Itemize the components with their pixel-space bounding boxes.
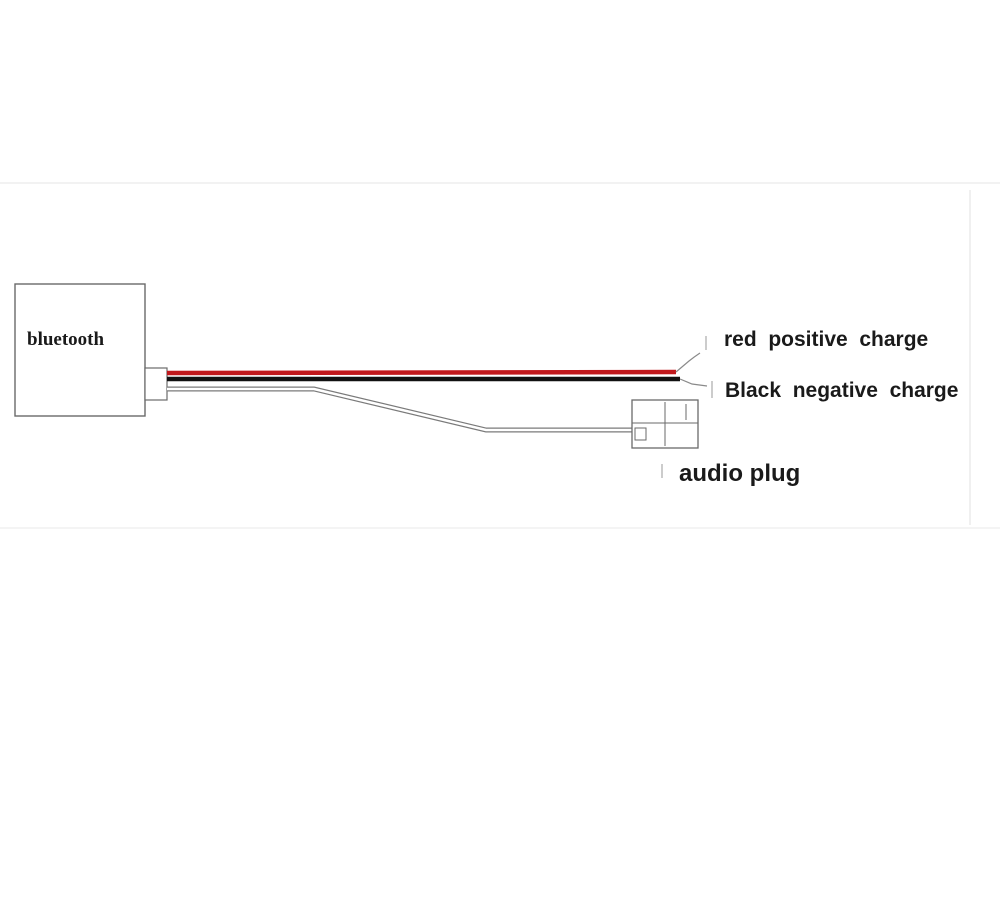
red-wire-stripped-end	[675, 352, 701, 373]
black-wire-stripped-end	[679, 378, 708, 387]
bluetooth-module-box	[14, 283, 146, 417]
black-wire-label: Black negative charge	[725, 379, 958, 402]
cable-sleeve	[144, 367, 168, 401]
audio-wire-core	[167, 387, 632, 432]
audio-plug-label: audio plug	[679, 460, 800, 487]
red-wire	[166, 369, 677, 376]
audio-plug-connector	[631, 399, 699, 449]
red-wire-label: red positive charge	[724, 328, 928, 351]
bluetooth-module-label: bluetooth	[27, 329, 105, 350]
